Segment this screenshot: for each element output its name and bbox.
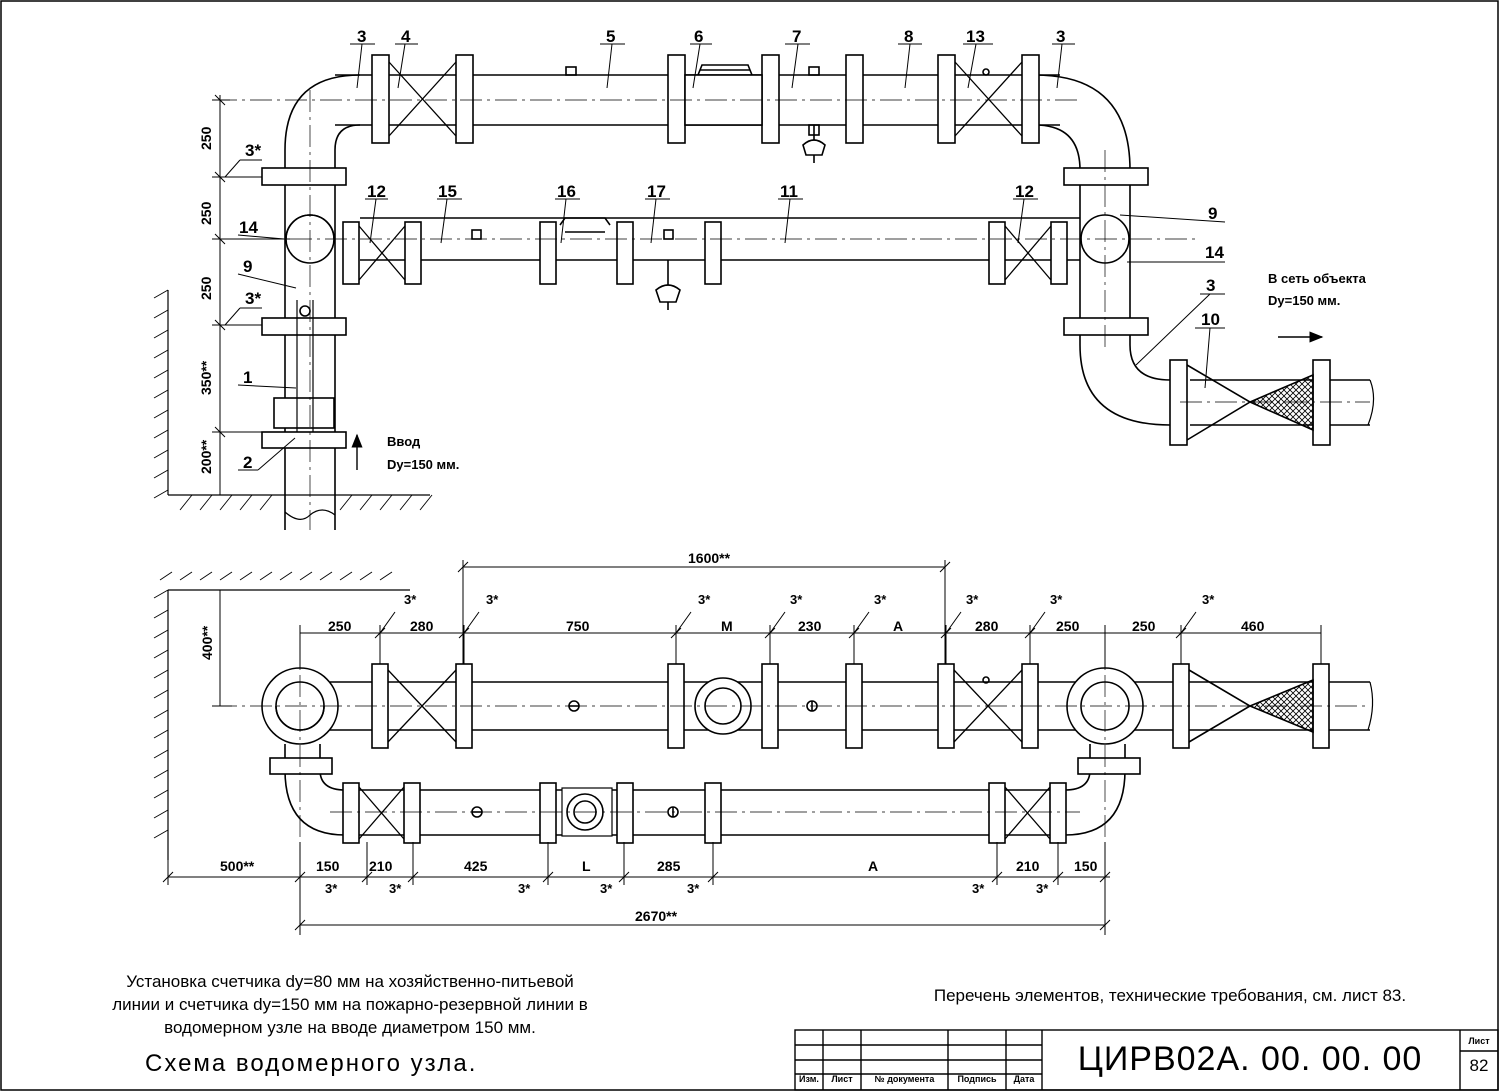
mark-3star-a: 3* — [245, 141, 261, 160]
callout-9-left: 9 — [243, 257, 252, 276]
mark-bottom-5: 3* — [687, 881, 700, 896]
callout-4: 4 — [401, 27, 411, 46]
mark-bottom-1: 3* — [325, 881, 338, 896]
dim-top-750: 750 — [566, 618, 590, 634]
dim-2670: 2670** — [635, 908, 678, 924]
callout-3-left: 3 — [357, 27, 366, 46]
elevation-dimension-chain — [212, 94, 290, 495]
dim-top-280-b: 280 — [975, 618, 999, 634]
callout-11: 11 — [780, 182, 798, 201]
dim-top-280-a: 280 — [410, 618, 434, 634]
stamp-header-document: № документа — [874, 1074, 935, 1084]
dim-top-230: 230 — [798, 618, 822, 634]
dim-bottom-150-b: 150 — [1074, 858, 1098, 874]
outlet-label: В сеть объекта — [1268, 271, 1367, 286]
callout-12-right: 12 — [1015, 182, 1034, 201]
mark-top-3: 3* — [698, 592, 711, 607]
dim-top-460: 460 — [1241, 618, 1265, 634]
dim-250-b: 250 — [198, 201, 214, 225]
mark-bottom-4: 3* — [600, 881, 613, 896]
dim-top-m: M — [721, 618, 733, 634]
mark-top-1: 3* — [404, 592, 417, 607]
mark-top-5: 3* — [874, 592, 887, 607]
elevation-dimension-labels: 250 250 250 350** 200** 3* 3* Ввод Dy=15… — [198, 126, 1367, 474]
stamp-header-change: Изм. — [799, 1074, 819, 1084]
mark-3star-b: 3* — [245, 289, 261, 308]
plan-wall-hatch — [153, 571, 393, 839]
dim-250-a: 250 — [198, 126, 214, 150]
plan-dimension-lines — [162, 560, 1322, 935]
mark-bottom-3: 3* — [518, 881, 531, 896]
dim-bottom-a: A — [868, 858, 878, 874]
reference-note: Перечень элементов, технические требован… — [933, 986, 1407, 1005]
callout-3-right: 3 — [1056, 27, 1065, 46]
dim-top-a: A — [893, 618, 903, 634]
callout-15: 15 — [438, 182, 457, 201]
dim-bottom-500: 500** — [220, 858, 255, 874]
callout-2: 2 — [243, 453, 252, 472]
mark-top-7: 3* — [1050, 592, 1063, 607]
elevation-view — [167, 54, 1375, 530]
title-block — [794, 1029, 1499, 1091]
dim-1600: 1600** — [688, 550, 731, 566]
dim-bottom-210-b: 210 — [1016, 858, 1040, 874]
elevation-centerlines — [215, 90, 1370, 530]
caption-line-1: Установка счетчика dy=80 мм на хозяйстве… — [126, 972, 574, 991]
stamp-header-date: Дата — [1013, 1074, 1035, 1084]
callout-leaders — [237, 43, 1226, 471]
dim-bottom-l: L — [582, 858, 591, 874]
callout-13: 13 — [966, 27, 985, 46]
stamp-header-sheet: Лист — [831, 1074, 853, 1084]
dim-400: 400** — [199, 625, 215, 660]
callout-16: 16 — [557, 182, 576, 201]
callout-14-left: 14 — [239, 218, 258, 237]
callout-6: 6 — [694, 27, 703, 46]
caption-line-3: водомерном узле на вводе диаметром 150 м… — [164, 1018, 536, 1037]
dim-top-250-b: 250 — [1056, 618, 1080, 634]
dim-350: 350** — [198, 360, 214, 395]
dim-200: 200** — [198, 439, 214, 474]
inlet-diameter: Dy=150 мм. — [387, 457, 459, 472]
mark-top-8: 3* — [1202, 592, 1215, 607]
dim-top-250-c: 250 — [1132, 618, 1156, 634]
dim-bottom-150-a: 150 — [316, 858, 340, 874]
mark-bottom-7: 3* — [1036, 881, 1049, 896]
callout-10: 10 — [1201, 310, 1220, 329]
callout-5: 5 — [606, 27, 615, 46]
plan-centerlines — [215, 640, 1370, 930]
dim-bottom-285: 285 — [657, 858, 681, 874]
callout-12-left: 12 — [367, 182, 386, 201]
stamp-header-signature: Подпись — [957, 1074, 997, 1084]
dim-250-c: 250 — [198, 276, 214, 300]
document-code: ЦИРВ02А. 00. 00. 00 — [1077, 1040, 1423, 1078]
outlet-diameter: Dy=150 мм. — [1268, 293, 1340, 308]
plan-dimension-labels: 1600** 400** 250 280 750 M 230 A 280 250… — [199, 550, 1265, 924]
callout-1: 1 — [243, 368, 252, 387]
callout-3-lower: 3 — [1206, 276, 1215, 295]
callout-14-right: 14 — [1205, 243, 1224, 262]
caption-line-2: линии и счетчика dy=150 мм на пожарно-ре… — [112, 995, 588, 1014]
callout-8: 8 — [904, 27, 913, 46]
callout-17: 17 — [647, 182, 666, 201]
inlet-label: Ввод — [387, 434, 421, 449]
elevation-callout-labels: 3 4 5 6 7 8 13 3 12 15 16 17 11 12 14 9 … — [239, 27, 1224, 472]
elevation-wall-hatch — [153, 289, 433, 511]
callout-9-right: 9 — [1208, 204, 1217, 223]
mark-bottom-6: 3* — [972, 881, 985, 896]
callout-7: 7 — [792, 27, 801, 46]
sheet-number: 82 — [1469, 1056, 1489, 1075]
sheet-label: Лист — [1468, 1036, 1490, 1046]
dim-bottom-210-a: 210 — [369, 858, 393, 874]
mark-top-6: 3* — [966, 592, 979, 607]
drawing-title: Схема водомерного узла. — [145, 1050, 478, 1077]
mark-bottom-2: 3* — [389, 881, 402, 896]
dim-top-250-a: 250 — [328, 618, 352, 634]
mark-top-2: 3* — [486, 592, 499, 607]
mark-top-4: 3* — [790, 592, 803, 607]
dim-bottom-425: 425 — [464, 858, 488, 874]
caption-description: Установка счетчика dy=80 мм на хозяйстве… — [60, 970, 640, 1039]
